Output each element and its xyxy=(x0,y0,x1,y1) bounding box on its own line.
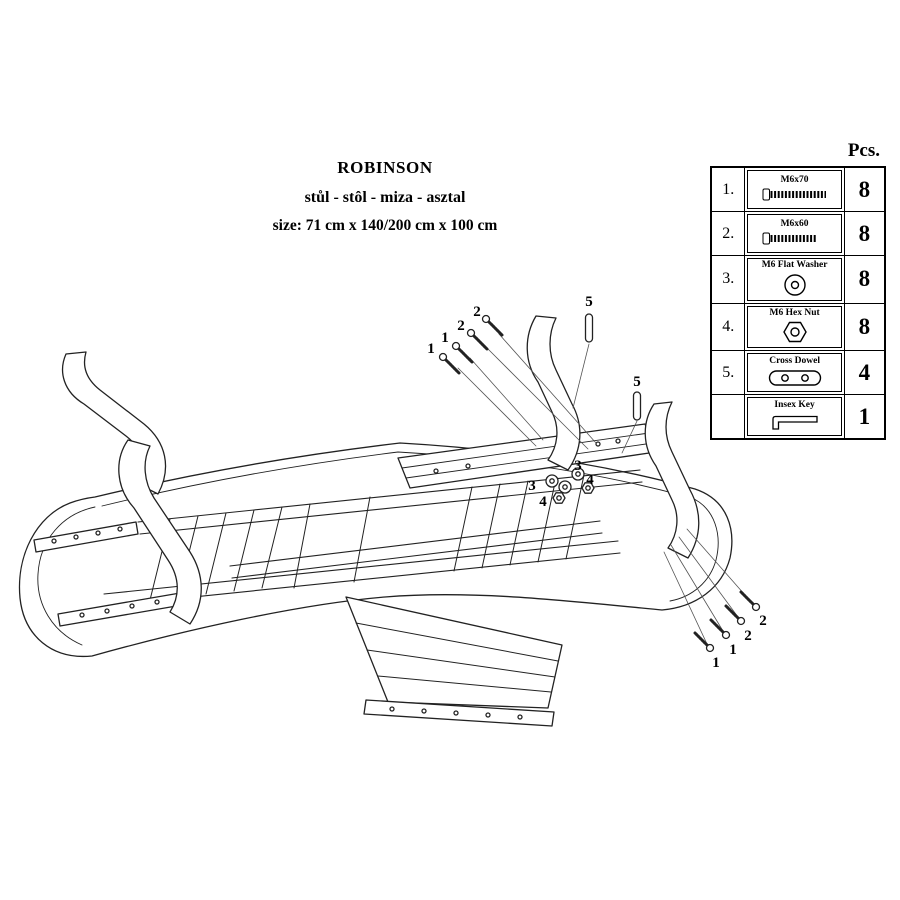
screw-icon xyxy=(481,314,504,337)
callout-label: 2 xyxy=(744,628,752,644)
callout-label: 4 xyxy=(539,494,547,510)
part-number: 2. xyxy=(710,211,746,256)
bolt-m6x70-icon xyxy=(762,188,826,201)
screw-icon xyxy=(709,618,731,640)
part-qty: 8 xyxy=(843,302,886,351)
screw-icon xyxy=(693,631,715,653)
callout-label: 3 xyxy=(574,458,582,474)
parts-row: 3. M6 Flat Washer 8 xyxy=(710,255,886,304)
callout-label: 5 xyxy=(585,294,593,310)
part-qty: 8 xyxy=(843,211,886,256)
size-spec: size: 71 cm x 140/200 cm x 100 cm xyxy=(272,217,498,234)
callout-label: 2 xyxy=(759,613,767,629)
table-leg xyxy=(644,401,700,559)
apron-with-holes xyxy=(33,521,189,627)
callout-label: 2 xyxy=(457,318,465,334)
screw-icon xyxy=(438,352,461,375)
screw-icon xyxy=(739,590,761,612)
parts-row: 1. M6x70 8 xyxy=(710,166,886,212)
callout-label: 1 xyxy=(441,330,449,346)
part-name: Cross Dowel xyxy=(769,356,820,367)
screws-top-group xyxy=(438,314,504,375)
part-qty: 4 xyxy=(843,350,886,395)
part-number: 1. xyxy=(710,166,746,212)
parts-row: Insex Key 1 xyxy=(710,394,886,440)
washer-icon xyxy=(558,480,572,494)
leader-lines xyxy=(457,333,753,645)
part-qty: 8 xyxy=(843,255,886,304)
part-name: Insex Key xyxy=(774,400,815,411)
cross-dowel-icon xyxy=(768,370,821,386)
part-qty: 1 xyxy=(843,394,886,440)
screw-icon xyxy=(451,341,474,364)
callout-label: 5 xyxy=(633,374,641,390)
hex-nut-icon xyxy=(581,482,595,494)
part-name: M6 Flat Washer xyxy=(761,260,828,270)
left-cap-inner-arc xyxy=(37,506,96,646)
part-number: 5. xyxy=(710,350,746,395)
callout-label: 1 xyxy=(712,655,720,671)
hex-nut-icon xyxy=(552,492,566,504)
part-name: M6x70 xyxy=(780,174,809,185)
washer-icon xyxy=(545,474,559,488)
title-block: ROBINSON stůl - stôl - miza - asztal siz… xyxy=(185,158,585,235)
part-number: 3. xyxy=(710,255,746,304)
cross-dowel-icon xyxy=(584,313,594,343)
part-number xyxy=(710,394,746,440)
callout-label: 3 xyxy=(528,478,536,494)
parts-row: 2. M6x60 8 xyxy=(710,211,886,256)
right-cap-inner-arc xyxy=(669,496,719,602)
product-subtitle: stůl - stôl - miza - asztal xyxy=(304,189,466,206)
pcs-header: Pcs. xyxy=(847,140,880,161)
insex-key-icon xyxy=(771,415,818,430)
hex-nut-icon xyxy=(782,321,807,343)
washer-nut-cluster xyxy=(545,467,595,504)
callout-label: 1 xyxy=(729,642,737,658)
screw-icon xyxy=(466,328,489,351)
callout-label: 4 xyxy=(586,472,594,488)
tabletop-edge-line xyxy=(101,451,689,507)
leaf-cleat xyxy=(363,699,555,727)
bolt-m6x60-icon xyxy=(762,232,816,245)
table-leg xyxy=(526,315,581,471)
flat-washer-icon xyxy=(783,273,806,296)
callout-label: 2 xyxy=(473,304,481,320)
product-title: ROBINSON xyxy=(337,158,433,177)
parts-row: 4. M6 Hex Nut 8 xyxy=(710,302,886,351)
parts-row: 5. Cross Dowel 4 xyxy=(710,350,886,395)
callout-label: 1 xyxy=(427,341,435,357)
cross-dowel-pins xyxy=(584,313,642,421)
screws-bottom-group xyxy=(693,590,761,653)
part-number: 4. xyxy=(710,302,746,351)
table-legs xyxy=(61,315,700,625)
screw-icon xyxy=(724,604,746,626)
table-leg xyxy=(118,439,202,625)
part-qty: 8 xyxy=(843,166,886,212)
extension-leaf xyxy=(345,596,563,727)
part-name: M6x60 xyxy=(780,218,809,229)
cross-dowel-icon xyxy=(632,391,642,421)
parts-list: Pcs. 1. M6x70 8 2. M6x60 8 xyxy=(710,140,888,440)
part-name: M6 Hex Nut xyxy=(769,307,820,318)
parts-table: 1. M6x70 8 2. M6x60 8 3. xyxy=(710,166,886,440)
washer-icon xyxy=(571,467,585,481)
table-leg xyxy=(61,351,167,495)
